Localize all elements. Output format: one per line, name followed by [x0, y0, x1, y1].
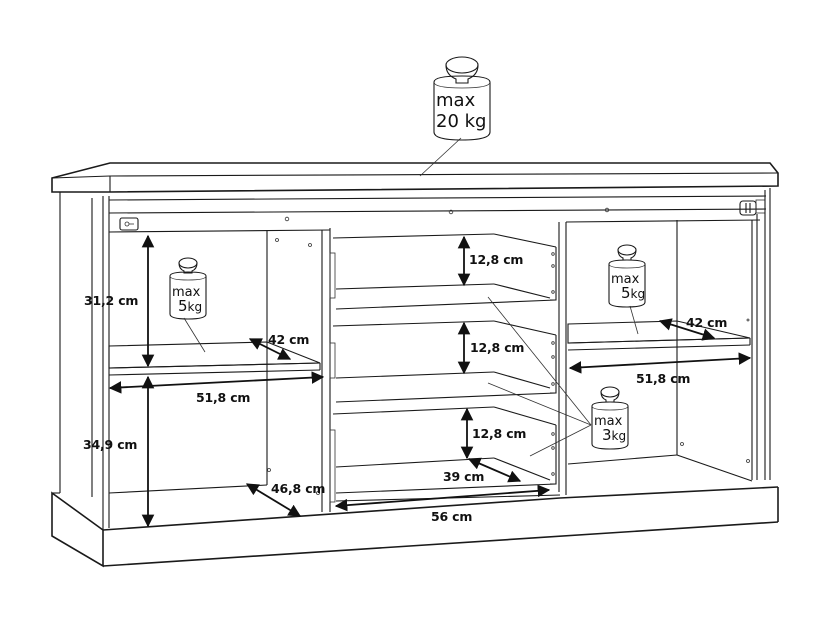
dim-left-upper-height: 31,2 cm [84, 293, 139, 308]
weight-icon-3kg [591, 386, 629, 450]
dim-left-shelf-depth: 42 cm [268, 332, 310, 347]
dim-left-inner-width: 51,8 cm [196, 390, 251, 405]
dim-drawer-2-height: 12,8 cm [470, 340, 525, 355]
dim-drawer-depth: 39 cm [443, 469, 485, 484]
drawer-1 [332, 233, 557, 310]
base-plinth [51, 486, 779, 568]
weight-label-top: max 20 kg [436, 90, 487, 132]
dim-drawer-width: 56 cm [431, 509, 473, 524]
dimension-arrows [108, 234, 752, 528]
weight-icon-5kg-left [169, 257, 207, 320]
dim-left-bottom-depth: 46,8 cm [271, 481, 326, 496]
weight-label-drawers: max 3kg [594, 414, 627, 444]
dim-left-lower-height: 34,9 cm [83, 437, 138, 452]
weight-leader-lines [183, 137, 639, 457]
top-panel [51, 162, 779, 193]
dim-drawer-3-height: 12,8 cm [472, 426, 527, 441]
left-compartment [108, 228, 336, 512]
weight-label-left-shelf: max 5kg [172, 285, 203, 315]
right-side-panel [751, 188, 771, 480]
left-side-panel [59, 192, 110, 530]
weight-label-right-shelf: max 5kg [611, 272, 646, 302]
center-drawer-section [332, 222, 567, 502]
weight-icon-5kg-right [608, 244, 646, 308]
right-hinge-icon [739, 199, 766, 216]
top-front-rail [108, 195, 767, 233]
dim-right-shelf-depth: 42 cm [686, 315, 728, 330]
drawer-2 [332, 320, 557, 403]
dim-drawer-1-height: 12,8 cm [469, 252, 524, 267]
dim-right-inner-width: 51,8 cm [636, 371, 691, 386]
weight-icon-20kg [433, 56, 491, 141]
left-hinge-icon [119, 217, 139, 231]
